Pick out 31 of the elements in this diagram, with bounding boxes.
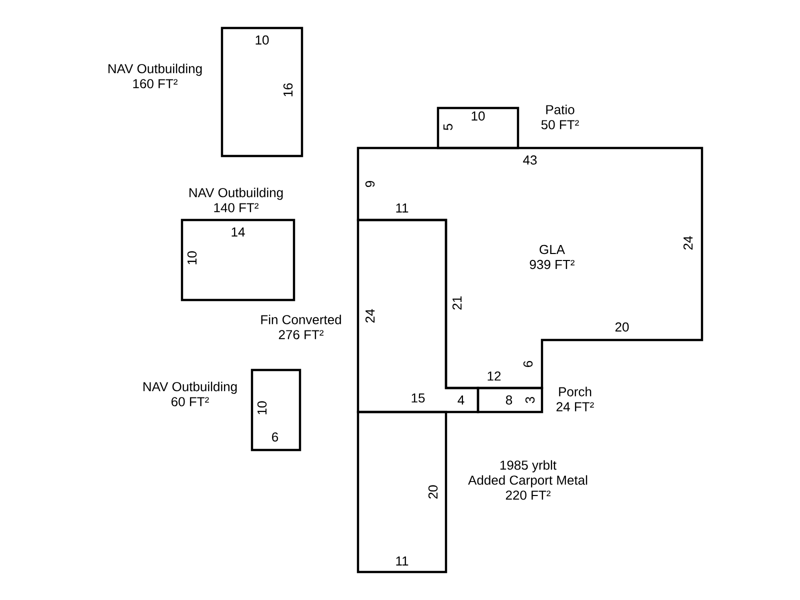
dimension-label: 9 xyxy=(365,181,375,187)
dimension-label: 3 xyxy=(525,396,535,404)
dimension-label: 20 xyxy=(615,322,629,332)
dimension-label: 11 xyxy=(396,204,408,212)
area-label: GLA 939 FT² xyxy=(530,244,574,270)
dimension-label: 43 xyxy=(523,155,537,165)
area-label: Patio 50 FT² xyxy=(541,104,579,130)
dimension-label: 10 xyxy=(187,251,197,264)
dimension-label: 12 xyxy=(488,371,501,381)
dimension-label: 10 xyxy=(256,35,269,45)
dimension-label: 21 xyxy=(452,296,462,310)
dimension-label: 24 xyxy=(365,309,375,323)
area-label: NAV Outbuilding 160 FT² xyxy=(108,64,202,88)
dimension-label: 14 xyxy=(232,228,245,236)
dimension-label: 6 xyxy=(523,360,533,367)
dimension-label: 10 xyxy=(472,111,485,121)
dimension-label: 5 xyxy=(443,124,453,130)
dimension-label: 10 xyxy=(257,401,267,414)
dimension-label: 11 xyxy=(396,556,408,566)
area-label: 1985 yrblt Added Carport Metal 220 FT² xyxy=(468,460,588,500)
area-label: Fin Converted 276 FT² xyxy=(261,314,341,340)
dimension-label: 16 xyxy=(283,83,293,96)
dimension-label: 24 xyxy=(683,236,693,250)
area-label: Porch 24 FT² xyxy=(556,386,594,412)
dimension-label: 8 xyxy=(506,395,512,405)
dimension-label: 20 xyxy=(428,485,438,499)
area-label: NAV Outbuilding 60 FT² xyxy=(144,382,237,406)
area-label: NAV Outbuilding 140 FT² xyxy=(190,188,283,212)
dimension-label: 15 xyxy=(412,393,425,403)
dimension-label: 6 xyxy=(272,432,278,442)
dimension-label: 4 xyxy=(458,396,464,404)
